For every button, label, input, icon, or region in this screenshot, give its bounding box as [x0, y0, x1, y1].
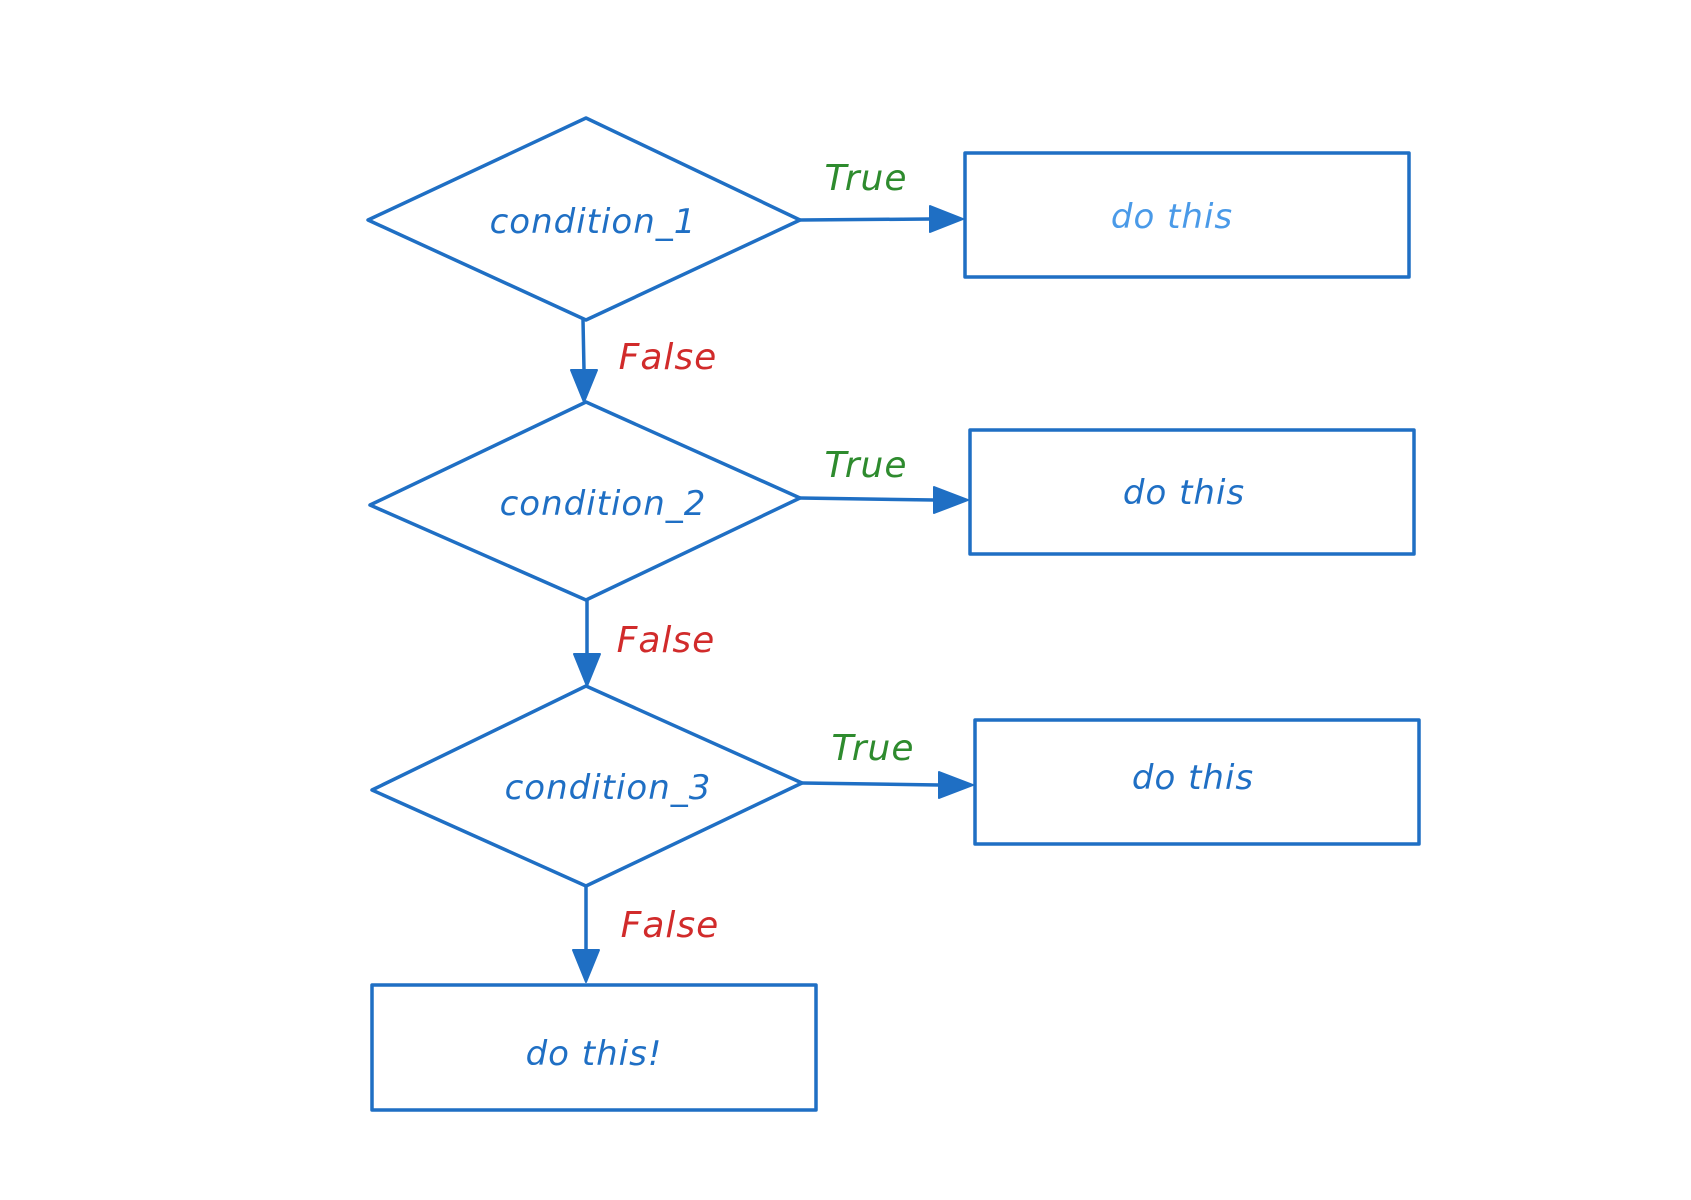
true-label-1: True — [825, 158, 908, 199]
true-label-3: True — [832, 728, 915, 769]
arrowhead-down-icon — [573, 653, 601, 687]
action-label-4: do this! — [526, 1034, 663, 1074]
action-box-2 — [968, 428, 1416, 556]
decision-node-3: condition_3 — [370, 684, 804, 888]
decision-node-2: condition_2 — [368, 400, 802, 602]
action-label-3: do this — [1132, 758, 1254, 798]
arrowhead-right-icon — [938, 771, 974, 799]
arrowhead-right-icon — [933, 486, 969, 514]
action-node-2: do this — [968, 428, 1416, 556]
false-edge-3 — [572, 884, 600, 983]
action-node-4: do this! — [370, 983, 818, 1112]
action-box-3 — [973, 718, 1421, 846]
true-label-2: True — [825, 445, 908, 486]
false-label-1: False — [619, 337, 718, 378]
false-label-2: False — [617, 620, 716, 661]
false-edge-2 — [573, 598, 601, 687]
action-node-3: do this — [973, 718, 1421, 846]
arrowhead-down-icon — [572, 949, 600, 983]
action-label-2: do this — [1123, 473, 1245, 513]
arrowhead-right-icon — [929, 205, 964, 233]
true-edge-1 — [798, 205, 964, 233]
decision-label-1: condition_1 — [490, 202, 697, 242]
action-box-1 — [963, 151, 1411, 279]
decision-label-2: condition_2 — [500, 484, 707, 524]
action-box-4 — [370, 983, 818, 1112]
true-edge-3 — [800, 771, 974, 799]
action-label-1: do this — [1111, 197, 1233, 237]
decision-label-3: condition_3 — [505, 768, 712, 808]
action-node-1: do this — [963, 151, 1411, 279]
false-label-3: False — [621, 905, 720, 946]
true-edge-2 — [798, 486, 969, 514]
decision-diamond-1 — [366, 116, 802, 322]
arrowhead-down-icon — [570, 369, 598, 403]
decision-node-1: condition_1 — [366, 116, 802, 322]
false-edge-1 — [570, 318, 598, 403]
